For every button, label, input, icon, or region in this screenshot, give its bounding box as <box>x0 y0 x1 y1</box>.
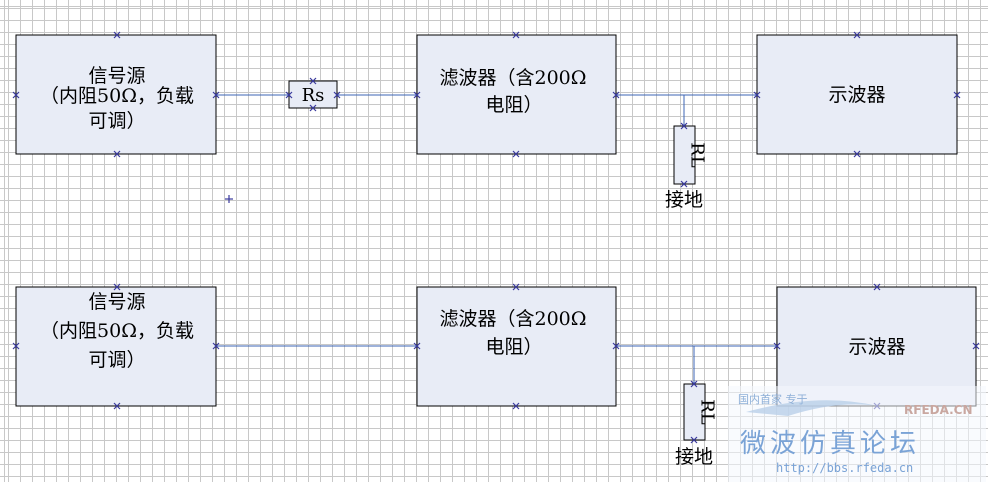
source-note: 可调） <box>88 110 145 132</box>
filter-note: 电阻） <box>485 336 542 358</box>
filter-note: 电阻） <box>485 94 542 116</box>
ground-label: 接地 <box>675 446 713 468</box>
source-box[interactable] <box>15 34 217 155</box>
circuit-1: 信号源 （内阻50Ω，负载 可调） Rs 滤波器（含200Ω 电阻） 示波器 R… <box>12 31 961 211</box>
rl-label: RL <box>697 399 718 425</box>
scope-title: 示波器 <box>828 84 885 106</box>
source-title: 信号源 <box>88 65 145 87</box>
ground-label: 接地 <box>665 189 703 211</box>
filter-title: 滤波器（含200Ω <box>439 308 586 330</box>
source-title: 信号源 <box>88 291 145 313</box>
source-note: 可调） <box>88 349 145 371</box>
source-detail: （内阻50Ω，负载 <box>40 320 194 342</box>
filter-title: 滤波器（含200Ω <box>439 67 586 89</box>
scope-title: 示波器 <box>848 336 905 358</box>
rs-label: Rs <box>302 85 325 106</box>
source-detail: （内阻50Ω，负载 <box>40 85 194 107</box>
cursor-cross-icon <box>225 195 233 203</box>
scope-box[interactable] <box>756 34 958 155</box>
rl-label: RL <box>687 142 708 168</box>
source-box[interactable] <box>15 286 217 407</box>
circuit-2: 信号源 （内阻50Ω，负载 可调） 滤波器（含200Ω 电阻） 示波器 RL 接… <box>12 283 980 468</box>
